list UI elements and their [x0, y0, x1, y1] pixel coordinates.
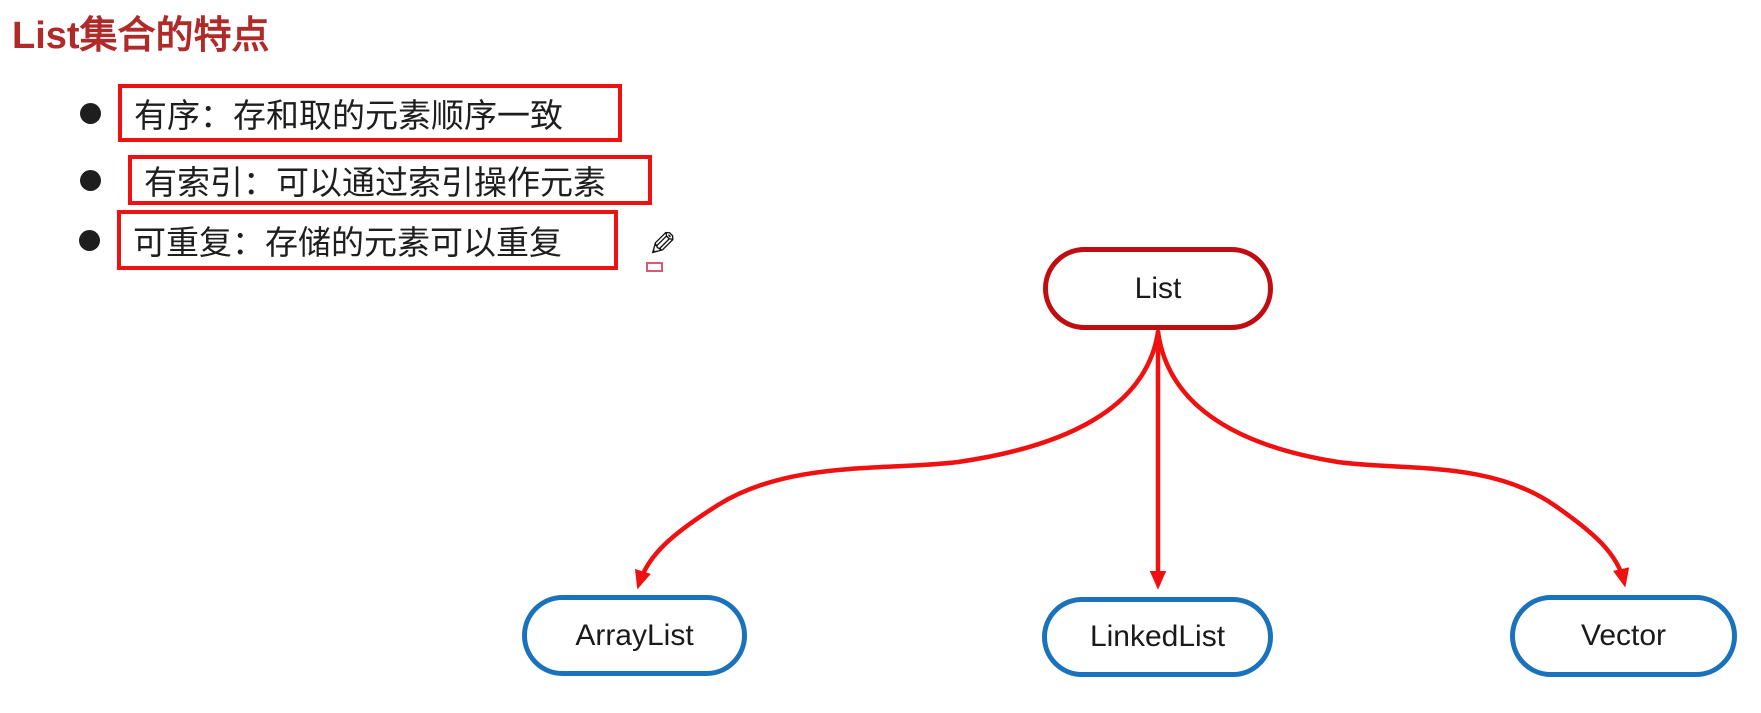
node-arraylist-label: ArrayList [575, 618, 694, 652]
selection-mark [646, 262, 663, 272]
bullet-text-ordered: 有序：存和取的元素顺序一致 [134, 97, 563, 134]
highlight-box-repeatable: 可重复：存储的元素可以重复 [117, 210, 618, 270]
node-arraylist: ArrayList [522, 595, 747, 676]
node-list-label: List [1134, 271, 1182, 305]
node-vector-label: Vector [1580, 619, 1667, 652]
node-linkedlist: LinkedList [1042, 597, 1273, 677]
bullet-text-repeatable: 可重复：存储的元素可以重复 [133, 224, 562, 261]
node-list: List [1043, 247, 1273, 330]
highlight-box-indexed: 有索引：可以通过索引操作元素 [128, 155, 652, 205]
page-title: List集合的特点 [12, 15, 270, 57]
highlight-box-ordered: 有序：存和取的元素顺序一致 [118, 84, 622, 142]
bullet-dot [80, 170, 101, 191]
node-vector: Vector [1510, 595, 1737, 677]
connector-list-to-arraylist [634, 329, 1161, 590]
bullet-dot [79, 230, 100, 251]
bullet-text-indexed: 有索引：可以通过索引操作元素 [144, 164, 606, 201]
connector-list-to-vector [1155, 329, 1630, 588]
node-linkedlist-label: LinkedList [1089, 620, 1226, 653]
bullet-dot [80, 103, 101, 124]
